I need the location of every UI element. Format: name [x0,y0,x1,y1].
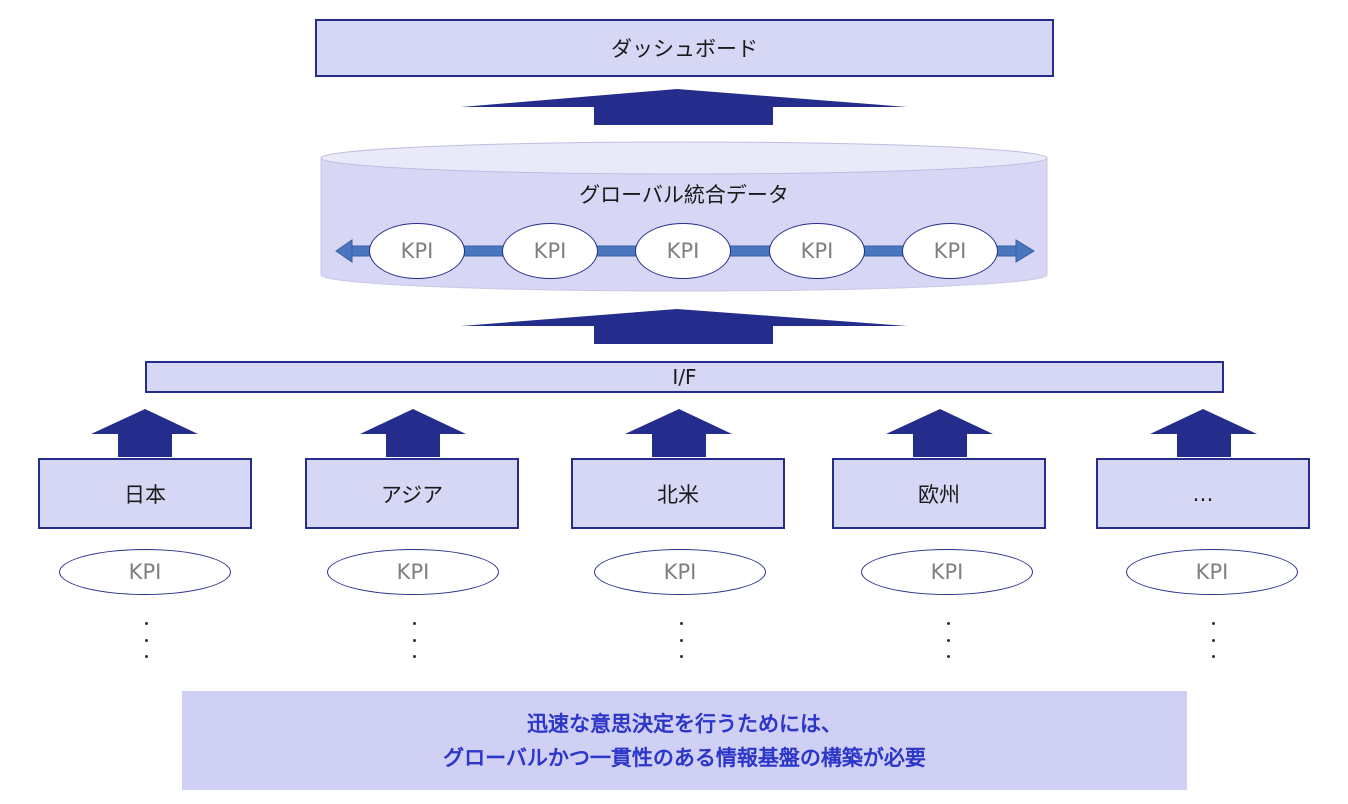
kpi-label: KPI [933,239,967,263]
region-label: アジア [380,482,444,507]
interface-label: I/F [672,365,697,389]
kpi-label: KPI [800,239,834,263]
interface-bar: I/F [145,361,1224,393]
more-vertical-icon [938,622,958,658]
global-kpi-ellipse: KPI [502,223,598,279]
region-kpi-ellipse: KPI [1126,549,1298,595]
region-label: 北米 [657,482,699,507]
global-kpi-ellipse: KPI [902,223,998,279]
region-box-north-america: 北米 [571,458,785,529]
kpi-label: KPI [930,560,964,584]
up-arrow-icon [91,409,198,457]
dashboard-box: ダッシュボード [315,19,1054,77]
up-arrow-icon [360,409,466,457]
conclusion-message: 迅速な意思決定を行うためには、 グローバルかつ一貫性のある情報基盤の構築が必要 [182,691,1187,790]
message-line-1: 迅速な意思決定を行うためには、 [527,711,842,736]
global-kpi-ellipse: KPI [635,223,731,279]
region-box-europe: 欧州 [832,458,1046,529]
region-kpi-ellipse: KPI [594,549,766,595]
region-box-japan: 日本 [38,458,252,529]
up-arrow-icon [1150,409,1257,457]
global-kpi-ellipse: KPI [369,223,465,279]
region-label: … [1192,481,1214,506]
dashboard-label: ダッシュボード [611,37,758,61]
global-data-label: グローバル統合データ [579,183,789,207]
kpi-label: KPI [128,560,162,584]
more-vertical-icon [671,622,691,658]
region-box-others: … [1096,458,1310,529]
region-arrows [91,409,1257,457]
kpi-label: KPI [666,239,700,263]
more-vertical-icon [404,622,424,658]
region-box-asia: アジア [305,458,519,529]
up-arrow-icon [625,409,732,457]
kpi-label: KPI [396,560,430,584]
more-vertical-icon [136,622,156,658]
kpi-label: KPI [663,560,697,584]
region-kpi-ellipse: KPI [327,549,499,595]
up-arrow-icon [886,409,993,457]
region-label: 日本 [124,482,166,507]
region-kpi-ellipse: KPI [59,549,231,595]
region-kpi-ellipse: KPI [861,549,1033,595]
more-vertical-icon [1203,622,1223,658]
up-arrow-icon [461,89,907,125]
kpi-label: KPI [1195,560,1229,584]
up-arrow-icon [461,309,907,344]
region-label: 欧州 [918,482,960,507]
global-kpi-ellipse: KPI [769,223,865,279]
message-line-2: グローバルかつ一貫性のある情報基盤の構築が必要 [443,745,926,770]
kpi-label: KPI [533,239,567,263]
kpi-label: KPI [400,239,434,263]
